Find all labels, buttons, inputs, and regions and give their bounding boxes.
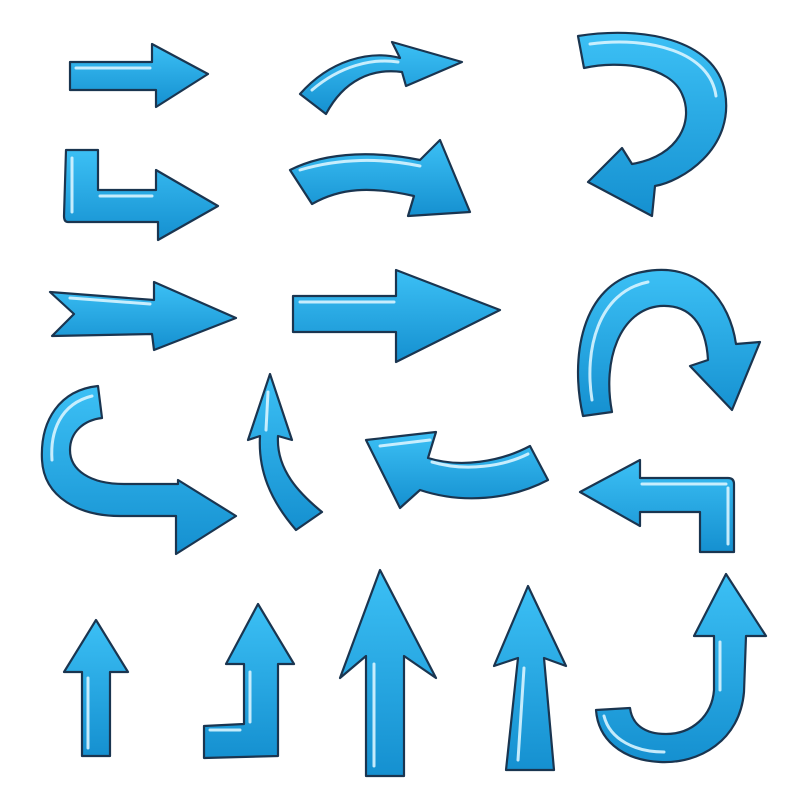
elbow-arrow-left-icon — [578, 458, 736, 554]
arrow-right-icon — [48, 280, 238, 352]
arrow-up-icon — [62, 618, 130, 758]
arrow-right-icon — [68, 42, 210, 109]
curved-arrow-left-icon — [364, 430, 550, 510]
curved-arrow-right-icon — [288, 138, 472, 218]
curved-arrow-right-icon — [298, 40, 464, 116]
u-turn-arrow-icon — [576, 268, 762, 418]
arrow-up-icon — [338, 568, 438, 778]
u-turn-arrow-icon — [576, 31, 728, 218]
hook-arrow-up-icon — [594, 572, 768, 764]
arrow-right-icon — [291, 268, 502, 364]
elbow-arrow-up-icon — [202, 602, 296, 760]
elbow-arrow-right-icon — [62, 148, 220, 242]
arrow-up-icon — [492, 584, 568, 772]
wavy-arrow-up-icon — [246, 372, 324, 532]
hook-arrow-right-icon — [40, 384, 238, 556]
